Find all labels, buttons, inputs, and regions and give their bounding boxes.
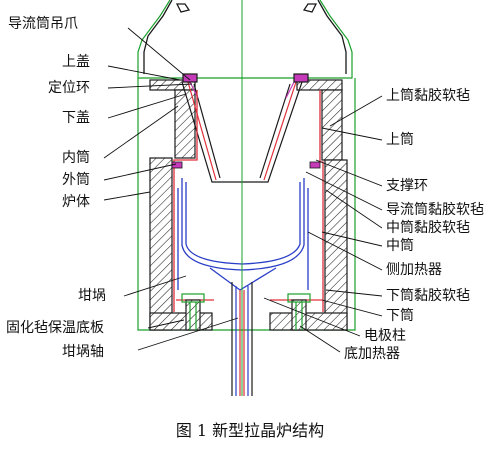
- label-base-plate: 固化毡保温底板: [6, 320, 104, 336]
- crucible: [177, 178, 309, 291]
- guide-tube: [181, 73, 309, 183]
- label-guide-claw: 导流筒吊爪: [8, 15, 78, 32]
- crucible-shaft: [231, 282, 253, 396]
- electrode-caps: [181, 293, 311, 330]
- label-crucible: 坩埚: [78, 288, 106, 304]
- label-bottom-heater: 底加热器: [344, 346, 400, 362]
- label-upper-tube: 上筒: [386, 131, 414, 148]
- label-outer-tube: 外筒: [62, 171, 90, 188]
- label-upper-tube-felt: 上筒黏胶软毡: [386, 87, 470, 104]
- label-support-ring: 支撑环: [386, 178, 428, 194]
- support-ring: [171, 161, 321, 169]
- label-locating-ring: 定位环: [48, 80, 90, 96]
- label-side-heater: 侧加热器: [386, 262, 442, 278]
- label-upper-cover: 上盖: [62, 54, 90, 70]
- label-furnace-body: 炉体: [62, 194, 90, 210]
- label-crucible-shaft: 坩埚轴: [62, 344, 104, 360]
- label-lower-tube: 下筒: [386, 307, 414, 324]
- label-lower-tube-felt: 下筒黏胶软毡: [386, 287, 470, 304]
- label-guide-tube-felt: 导流筒黏胶软毡: [386, 201, 484, 218]
- furnace-body: [137, 0, 356, 331]
- label-electrode: 电极柱: [364, 328, 406, 344]
- label-middle-tube-felt: 中筒黏胶软毡: [386, 219, 470, 236]
- leader-lines: [103, 27, 383, 353]
- dome-outline: [143, 0, 347, 74]
- label-inner-tube: 内筒: [62, 149, 90, 166]
- figure-caption: 图 1 新型拉晶炉结构: [176, 421, 324, 440]
- label-middle-tube: 中筒: [386, 237, 414, 254]
- label-lower-cover: 下盖: [62, 110, 90, 126]
